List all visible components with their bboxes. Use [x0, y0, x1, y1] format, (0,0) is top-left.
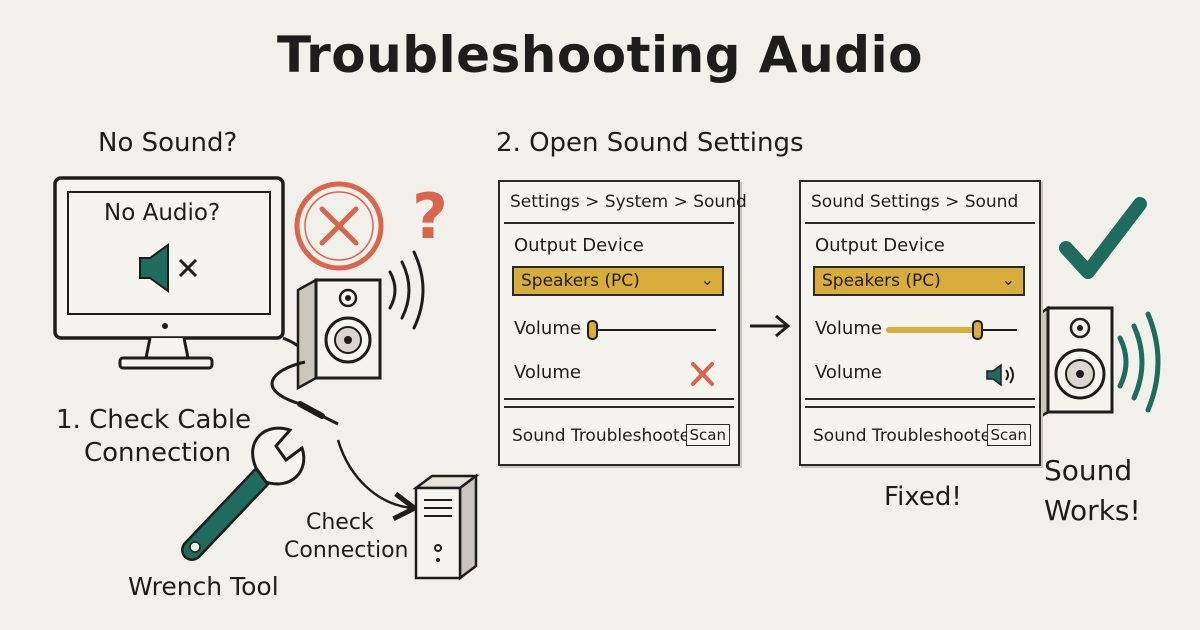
volume-slider[interactable]: [584, 318, 724, 342]
volume-label: Volume: [815, 318, 882, 339]
checkmark-icon: [1059, 197, 1147, 279]
sound-waves-icon: [388, 250, 425, 330]
output-device-dropdown[interactable]: Speakers (PC) ⌄: [512, 266, 724, 296]
audio-jack-icon: [297, 401, 339, 426]
scan-button[interactable]: Scan: [685, 424, 730, 446]
divider: [805, 222, 1035, 224]
step2-heading: 2. Open Sound Settings: [496, 128, 804, 158]
page-title: Troubleshooting Audio: [276, 26, 924, 84]
arrow-right-icon: [750, 314, 791, 338]
question-mark-icon: ?: [412, 180, 448, 253]
output-device-value: Speakers (PC): [822, 271, 941, 291]
output-device-label: Output Device: [815, 235, 945, 256]
error-circle-icon: [294, 181, 384, 271]
output-device-label: Output Device: [514, 235, 644, 256]
volume-slider-thumb[interactable]: [972, 320, 983, 340]
breadcrumb[interactable]: Settings > System > Sound: [510, 192, 747, 212]
error-x-icon: [691, 362, 714, 386]
check-label-line1: Check: [306, 510, 374, 535]
volume-label: Volume: [514, 318, 581, 339]
no-sound-heading: No Sound?: [98, 128, 238, 158]
sound-troubleshooter-label: Sound Troubleshooter: [512, 426, 698, 446]
speaker-icon: [296, 277, 382, 391]
divider: [504, 222, 734, 224]
monitor-no-audio-text: No Audio?: [104, 200, 221, 226]
scan-button[interactable]: Scan: [986, 424, 1031, 446]
step1-line2: Connection: [84, 438, 232, 468]
volume-label-2: Volume: [815, 362, 882, 383]
sound-waves-teal-icon: [1117, 311, 1161, 413]
step1-line1: 1. Check Cable: [56, 405, 252, 435]
divider: [504, 406, 734, 408]
divider: [805, 398, 1035, 400]
volume-slider-thumb[interactable]: [587, 320, 598, 340]
fixed-label: Fixed!: [884, 482, 962, 512]
divider: [805, 406, 1035, 408]
output-device-dropdown[interactable]: Speakers (PC) ⌄: [813, 266, 1025, 296]
volume-label-2: Volume: [514, 362, 581, 383]
settings-panel-before: Settings > System > Sound Output Device …: [498, 180, 747, 466]
sound-works-line2: Works!: [1044, 494, 1141, 527]
speaker-on-icon: [986, 363, 1014, 387]
pc-tower-icon: [412, 473, 480, 581]
wrench-tool-label: Wrench Tool: [128, 572, 279, 601]
sound-works-line1: Sound: [1044, 454, 1133, 487]
chevron-down-icon: ⌄: [1001, 270, 1015, 289]
volume-slider[interactable]: [885, 318, 1025, 342]
breadcrumb[interactable]: Sound Settings > Sound: [811, 192, 1019, 212]
speaker-right-icon: [1026, 305, 1114, 427]
check-label-line2: Connection: [284, 538, 409, 563]
wrench-icon: [181, 426, 306, 561]
output-device-value: Speakers (PC): [521, 271, 640, 291]
muted-speaker-icon: [139, 243, 198, 293]
chevron-down-icon: ⌄: [700, 270, 714, 289]
divider: [504, 398, 734, 400]
settings-panel-after: Sound Settings > Sound Output Device Spe…: [799, 180, 1041, 466]
sound-troubleshooter-label: Sound Troubleshooter: [813, 426, 999, 446]
